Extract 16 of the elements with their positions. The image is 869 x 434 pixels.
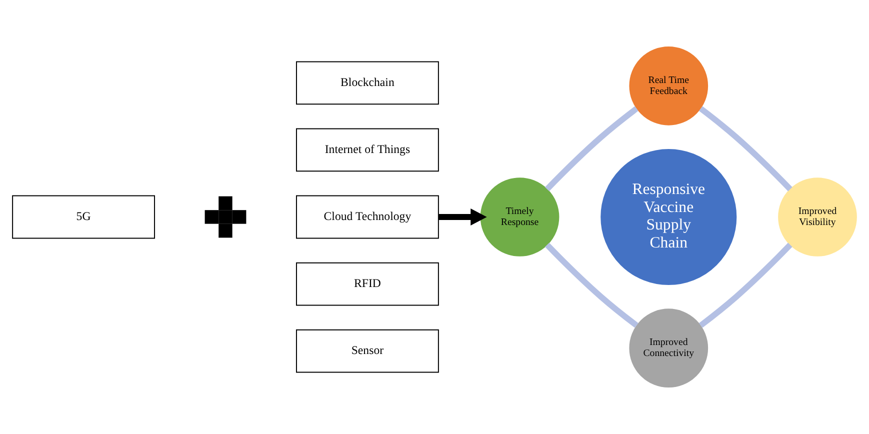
connector [698, 106, 792, 192]
node-box: Cloud Technology [296, 195, 439, 239]
node-circle: Improved Connectivity [629, 308, 708, 388]
connector [544, 106, 638, 192]
arrow [438, 208, 487, 226]
node-circle: Real Time Feedback [629, 46, 708, 126]
node-circle: Improved Visibility [778, 178, 857, 256]
node-box: Internet of Things [296, 128, 439, 172]
node-circle: Responsive Vaccine Supply Chain [600, 148, 737, 286]
node-box: RFID [296, 262, 439, 306]
connector [698, 242, 792, 328]
node-box: Sensor [296, 329, 439, 373]
node-box: Blockchain [296, 61, 439, 105]
connector [544, 242, 638, 328]
node-circle: Timely Response [480, 178, 560, 256]
node-box: 5G [12, 195, 156, 239]
